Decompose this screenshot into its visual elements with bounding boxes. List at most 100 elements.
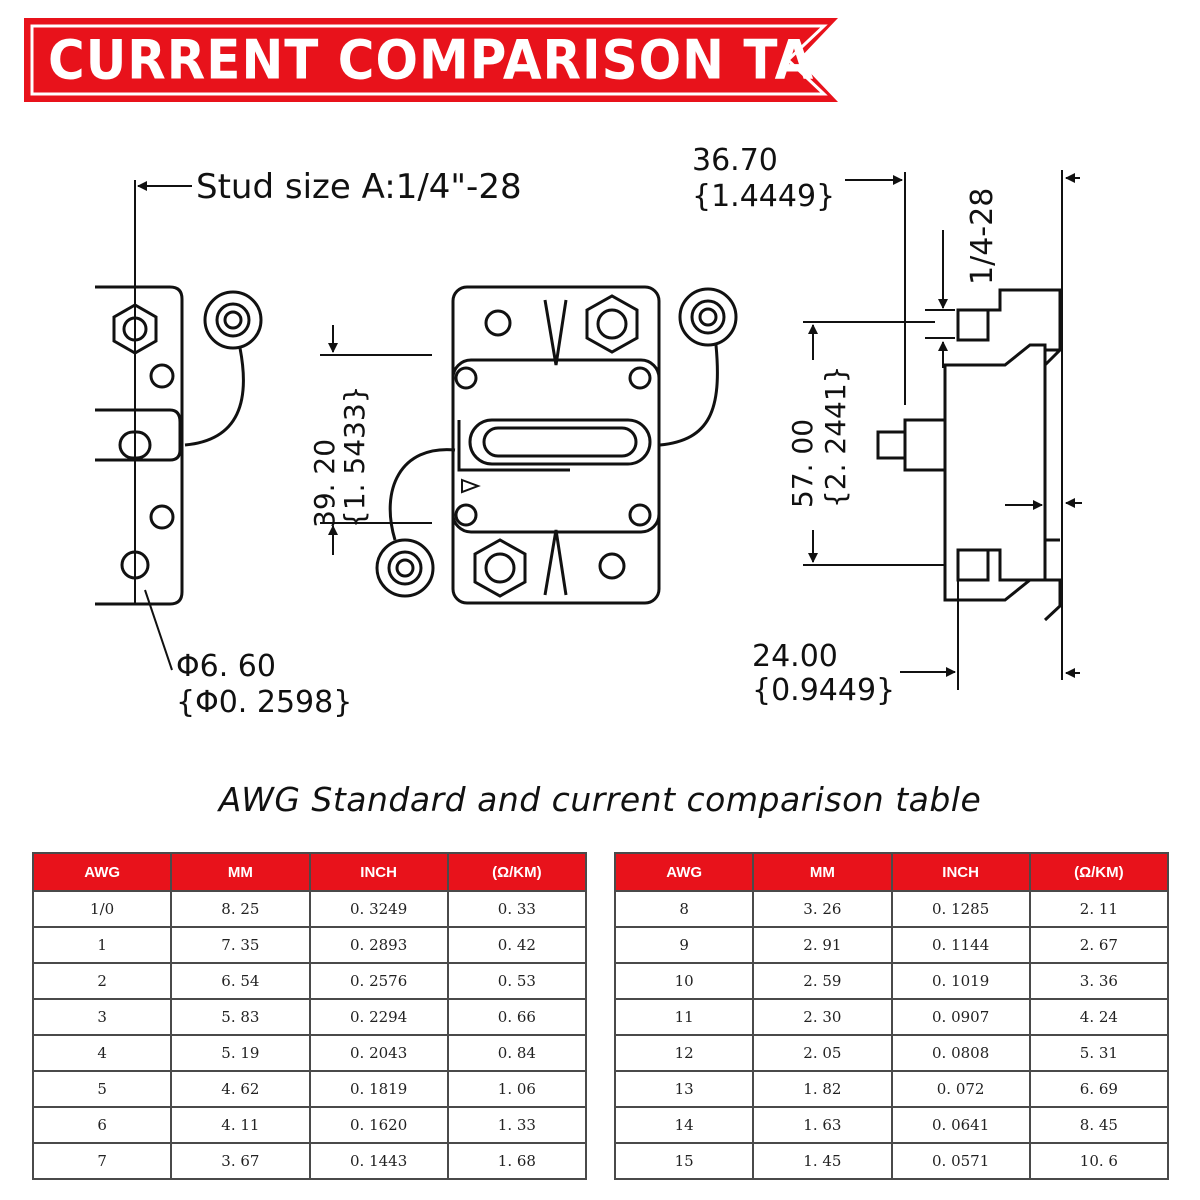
table-row: 15 1. 45 0. 0571 10. 6 xyxy=(613,1142,1170,1180)
cell-mm: 3. 67 xyxy=(170,1142,311,1180)
cell-inch: 0. 2043 xyxy=(308,1034,449,1072)
cell-inch: 0. 2576 xyxy=(308,962,449,1000)
cell-awg: 13 xyxy=(613,1070,755,1108)
cell-resistance: 0. 53 xyxy=(446,962,588,1000)
header-mm: MM xyxy=(170,852,311,892)
cell-inch: 0. 2294 xyxy=(308,998,449,1036)
base-mm: 24.00 xyxy=(752,639,838,674)
table-row: 7 3. 67 0. 1443 1. 68 xyxy=(31,1142,588,1180)
cell-inch: 0. 0641 xyxy=(890,1106,1031,1144)
table-row: 8 3. 26 0. 1285 2. 11 xyxy=(613,890,1170,928)
cell-mm: 6. 54 xyxy=(170,962,311,1000)
cell-awg: 12 xyxy=(613,1034,755,1072)
cell-mm: 2. 91 xyxy=(752,926,893,964)
header-inch: INCH xyxy=(308,852,449,892)
awg-table-left: AWG MM INCH (Ω/KM) 1/0 8. 25 0. 3249 0. … xyxy=(31,852,588,1180)
banner-ribbon xyxy=(24,18,838,102)
cell-mm: 3. 26 xyxy=(752,890,893,928)
cell-inch: 0. 1620 xyxy=(308,1106,449,1144)
cell-inch: 0. 072 xyxy=(890,1070,1031,1108)
cell-resistance: 1. 68 xyxy=(446,1142,588,1180)
cell-inch: 0. 3249 xyxy=(308,890,449,928)
table-row: 6 4. 11 0. 1620 1. 33 xyxy=(31,1106,588,1144)
thread-label: 1/4-28 xyxy=(965,188,1000,285)
table-row: 9 2. 91 0. 1144 2. 67 xyxy=(613,926,1170,964)
table-row: 4 5. 19 0. 2043 0. 84 xyxy=(31,1034,588,1072)
table-row: 12 2. 05 0. 0808 5. 31 xyxy=(613,1034,1170,1072)
cell-awg: 3 xyxy=(31,998,173,1036)
cell-awg: 1 xyxy=(31,926,173,964)
cell-inch: 0. 1443 xyxy=(308,1142,449,1180)
cell-awg: 9 xyxy=(613,926,755,964)
header-awg: AWG xyxy=(613,852,755,892)
depth-mm: 36.70 xyxy=(692,143,778,178)
cell-awg: 2 xyxy=(31,962,173,1000)
cell-inch: 0. 0571 xyxy=(890,1142,1031,1180)
cell-awg: 15 xyxy=(613,1142,755,1180)
cell-mm: 5. 83 xyxy=(170,998,311,1036)
cell-resistance: 0. 66 xyxy=(446,998,588,1036)
cell-awg: 5 xyxy=(31,1070,173,1108)
front-view xyxy=(375,285,738,605)
cell-mm: 1. 45 xyxy=(752,1142,893,1180)
cell-resistance: 4. 24 xyxy=(1028,998,1170,1036)
cell-resistance: 3. 36 xyxy=(1028,962,1170,1000)
cell-mm: 7. 35 xyxy=(170,926,311,964)
header-awg: AWG xyxy=(31,852,173,892)
cell-awg: 7 xyxy=(31,1142,173,1180)
table-header-row: AWG MM INCH (Ω/KM) xyxy=(31,852,588,892)
breaker-dimension-drawing: Stud size A:1/4"-28 Φ6. 60 {Φ0. 2598} 39… xyxy=(95,143,1082,720)
cell-resistance: 8. 45 xyxy=(1028,1106,1170,1144)
table-row: 2 6. 54 0. 2576 0. 53 xyxy=(31,962,588,1000)
cell-resistance: 1. 06 xyxy=(446,1070,588,1108)
cell-mm: 2. 05 xyxy=(752,1034,893,1072)
cell-resistance: 1. 33 xyxy=(446,1106,588,1144)
cell-mm: 4. 62 xyxy=(170,1070,311,1108)
cell-resistance: 0. 42 xyxy=(446,926,588,964)
title-banner: CURRENT COMPARISON TABLE xyxy=(24,18,920,102)
cell-inch: 0. 1819 xyxy=(308,1070,449,1108)
cell-resistance: 2. 67 xyxy=(1028,926,1170,964)
cell-awg: 11 xyxy=(613,998,755,1036)
cell-inch: 0. 1019 xyxy=(890,962,1031,1000)
dimension-lines xyxy=(137,170,1082,690)
cell-mm: 4. 11 xyxy=(170,1106,311,1144)
banner-title: CURRENT COMPARISON TABLE xyxy=(48,28,922,92)
cell-mm: 1. 63 xyxy=(752,1106,893,1144)
cell-inch: 0. 1285 xyxy=(890,890,1031,928)
header-resistance: (Ω/KM) xyxy=(446,852,588,892)
height-mm: 39. 20 xyxy=(308,439,341,528)
cell-mm: 2. 30 xyxy=(752,998,893,1036)
side-view-right xyxy=(876,288,1062,622)
cell-mm: 8. 25 xyxy=(170,890,311,928)
cell-awg: 8 xyxy=(613,890,755,928)
hole-diameter-in: {Φ0. 2598} xyxy=(176,685,352,720)
cell-inch: 0. 2893 xyxy=(308,926,449,964)
header-mm: MM xyxy=(752,852,893,892)
cell-awg: 10 xyxy=(613,962,755,1000)
table-row: 11 2. 30 0. 0907 4. 24 xyxy=(613,998,1170,1036)
cell-inch: 0. 0808 xyxy=(890,1034,1031,1072)
height-in: {1. 5433} xyxy=(338,385,371,528)
cell-mm: 2. 59 xyxy=(752,962,893,1000)
base-in: {0.9449} xyxy=(752,673,895,708)
cell-awg: 14 xyxy=(613,1106,755,1144)
cell-resistance: 2. 11 xyxy=(1028,890,1170,928)
cell-resistance: 0. 84 xyxy=(446,1034,588,1072)
table-row: 5 4. 62 0. 1819 1. 06 xyxy=(31,1070,588,1108)
cell-resistance: 5. 31 xyxy=(1028,1034,1170,1072)
cell-mm: 1. 82 xyxy=(752,1070,893,1108)
cell-awg: 1/0 xyxy=(31,890,173,928)
table-row: 10 2. 59 0. 1019 3. 36 xyxy=(613,962,1170,1000)
cell-resistance: 6. 69 xyxy=(1028,1070,1170,1108)
stud-size-label: Stud size A:1/4"-28 xyxy=(196,167,522,207)
table-row: 3 5. 83 0. 2294 0. 66 xyxy=(31,998,588,1036)
table-row: 13 1. 82 0. 072 6. 69 xyxy=(613,1070,1170,1108)
cell-inch: 0. 1144 xyxy=(890,926,1031,964)
cell-mm: 5. 19 xyxy=(170,1034,311,1072)
cell-resistance: 10. 6 xyxy=(1028,1142,1170,1180)
header-inch: INCH xyxy=(890,852,1031,892)
table-subtitle: AWG Standard and current comparison tabl… xyxy=(218,780,982,819)
table-row: 14 1. 63 0. 0641 8. 45 xyxy=(613,1106,1170,1144)
table-row: 1/0 8. 25 0. 3249 0. 33 xyxy=(31,890,588,928)
